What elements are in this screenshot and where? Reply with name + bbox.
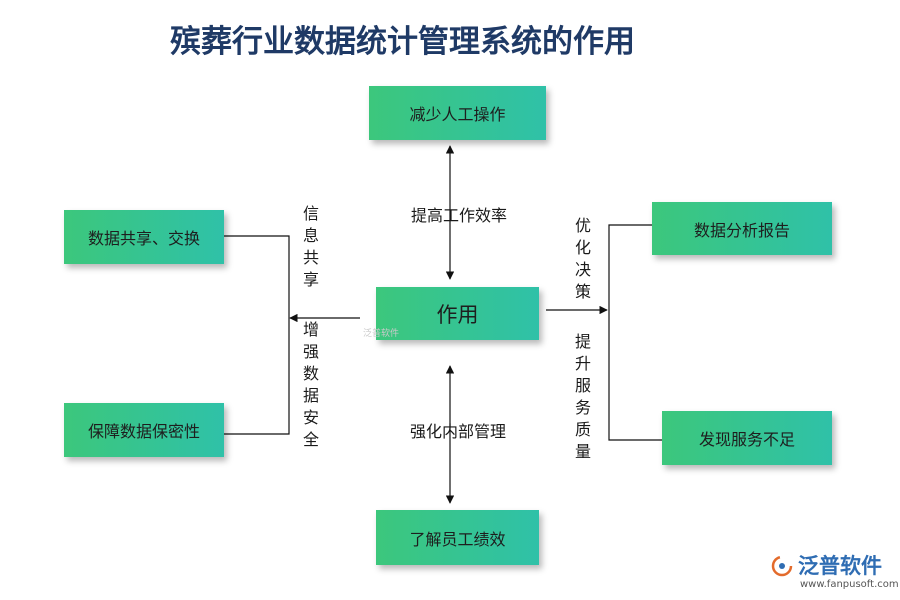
- node-right-bottom: 发现服务不足: [662, 411, 832, 465]
- fanpu-logo-icon: [771, 555, 793, 577]
- left-bracket: [224, 235, 290, 435]
- node-top: 减少人工操作: [369, 86, 546, 140]
- edge-label-top: 提高工作效率: [411, 206, 508, 225]
- logo-url: www.fanpusoft.com: [800, 579, 899, 590]
- logo-name: 泛普软件: [798, 554, 882, 578]
- edge-label-right-lower: 提升服务质量: [574, 332, 591, 461]
- watermark: 泛普软件: [363, 329, 400, 339]
- node-right-top: 数据分析报告: [652, 202, 832, 255]
- node-bottom: 了解员工绩效: [376, 510, 539, 565]
- right-bracket: [608, 224, 662, 441]
- page-title: 殡葬行业数据统计管理系统的作用: [170, 24, 635, 60]
- edge-label-bottom: 强化内部管理: [410, 422, 507, 441]
- edge-label-right-upper: 优化决策: [574, 216, 591, 301]
- edge-label-left-lower: 增强数据安全: [302, 320, 319, 449]
- brand-logo: 泛普软件 www.fanpusoft.com: [770, 550, 899, 596]
- node-left-top: 数据共享、交换: [64, 210, 224, 264]
- node-left-bottom: 保障数据保密性: [64, 403, 224, 457]
- edge-label-left-upper: 信息共享: [302, 204, 319, 289]
- node-center: 作用: [376, 287, 539, 340]
